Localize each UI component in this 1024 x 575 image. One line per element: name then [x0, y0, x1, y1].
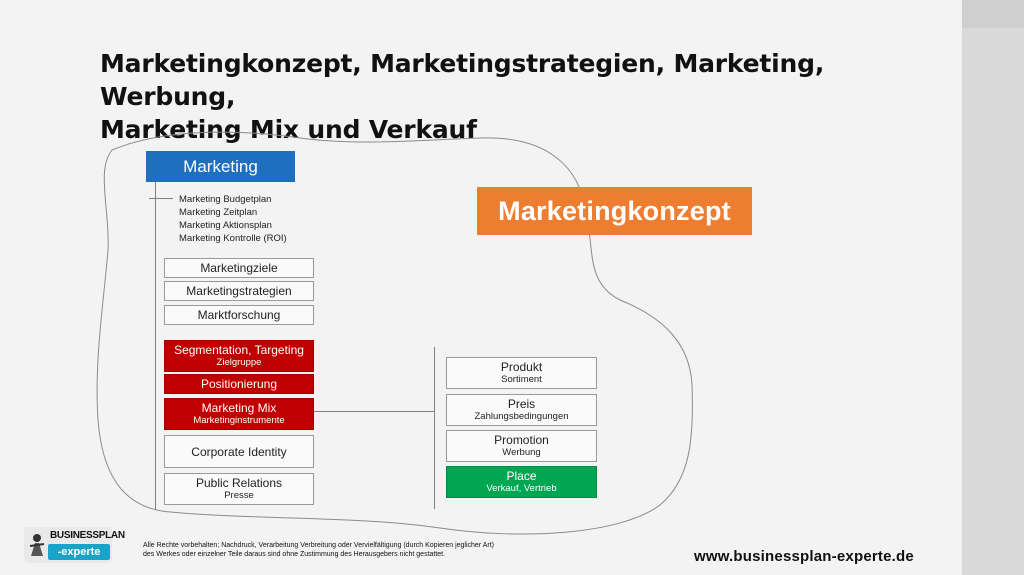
list-tick-line — [149, 198, 173, 199]
box-place: Place Verkauf, Vertrieb — [446, 466, 597, 498]
box-label: Preis — [507, 397, 536, 411]
box-label: Public Relations — [195, 476, 283, 490]
marketing-header-box: Marketing — [146, 151, 295, 182]
box-segmentation-targeting: Segmentation, Targeting Zielgruppe — [164, 340, 314, 372]
copyright-line-2: des Werkes oder einzelner Teile daraus s… — [143, 551, 446, 558]
marketing-item: Marketing Zeitplan — [179, 207, 258, 218]
marketing-item: Marketing Kontrolle (ROI) — [179, 233, 287, 244]
box-promotion: Promotion Werbung — [446, 430, 597, 462]
box-sublabel: Sortiment — [501, 374, 542, 385]
left-connector-line — [155, 182, 156, 509]
box-produkt: Produkt Sortiment — [446, 357, 597, 389]
box-corporate-identity: Corporate Identity — [164, 435, 314, 468]
box-label: Marketing Mix — [201, 401, 277, 415]
box-sublabel: Marketinginstrumente — [193, 415, 285, 426]
box-marktforschung: Marktforschung — [164, 305, 314, 325]
logo-text-top: BUSINESSPLAN — [50, 530, 125, 541]
box-label: Marketingstrategien — [186, 284, 292, 298]
box-label: Place — [506, 469, 537, 483]
box-label: Marktforschung — [197, 308, 281, 322]
box-label: Positionierung — [200, 377, 278, 391]
logo-mascot-icon — [29, 534, 45, 556]
box-label: Produkt — [500, 360, 543, 374]
marketing-item: Marketing Budgetplan — [179, 194, 272, 205]
box-sublabel: Verkauf, Vertrieb — [486, 483, 557, 494]
marketing-item: Marketing Aktionsplan — [179, 220, 272, 231]
businessplan-experte-logo: BUSINESSPLAN -experte — [24, 527, 125, 563]
logo-text-bottom: -experte — [48, 544, 110, 560]
box-positionierung: Positionierung — [164, 374, 314, 394]
slide-title-line-2: Marketing Mix und Verkauf — [100, 115, 477, 144]
box-label: Segmentation, Targeting — [174, 343, 304, 357]
box-preis: Preis Zahlungsbedingungen — [446, 394, 597, 426]
box-sublabel: Werbung — [502, 447, 541, 458]
right-sidebar-strip — [962, 0, 1024, 575]
box-label: Corporate Identity — [191, 444, 287, 459]
box-public-relations: Public Relations Presse — [164, 473, 314, 505]
box-sublabel: Presse — [224, 490, 254, 501]
marketingkonzept-label: Marketingkonzept — [477, 187, 752, 235]
box-label: Promotion — [494, 433, 549, 447]
box-sublabel: Zahlungsbedingungen — [474, 411, 569, 422]
copyright-line-1: Alle Rechte vorbehalten; Nachdruck, Vera… — [143, 542, 494, 549]
mix-connector-line — [314, 411, 434, 412]
right-connector-line — [434, 347, 435, 509]
marketing-item-list: Marketing Budgetplan Marketing Zeitplan … — [179, 193, 287, 245]
box-marketing-mix: Marketing Mix Marketinginstrumente — [164, 398, 314, 430]
copyright-notice: Alle Rechte vorbehalten; Nachdruck, Vera… — [143, 541, 494, 559]
website-url[interactable]: www.businessplan-experte.de — [694, 548, 914, 565]
slide-title: Marketingkonzept, Marketingstrategien, M… — [100, 47, 920, 146]
box-marketingstrategien: Marketingstrategien — [164, 281, 314, 301]
slide-title-line-1: Marketingkonzept, Marketingstrategien, M… — [100, 49, 825, 111]
box-sublabel: Zielgruppe — [216, 357, 262, 368]
box-label: Marketingziele — [200, 261, 278, 275]
box-marketingziele: Marketingziele — [164, 258, 314, 278]
right-sidebar-strip-top — [962, 0, 1024, 28]
